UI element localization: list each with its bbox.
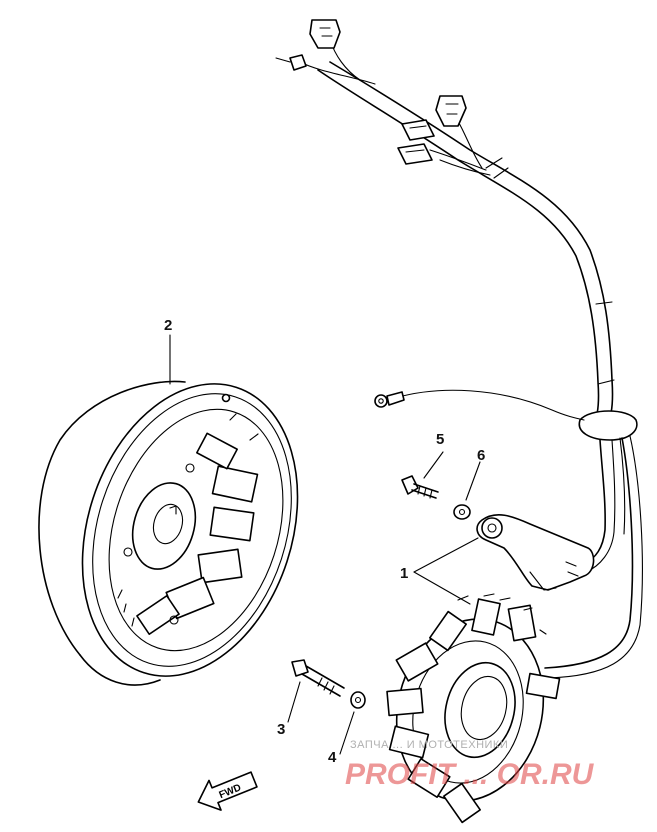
callout-2: 2 <box>164 317 172 334</box>
pickup-coil <box>476 513 595 591</box>
watermark-tagline: ЗАПЧА ... И МОТОТЕХНИКИ <box>350 739 508 751</box>
callout-1: 1 <box>400 565 408 582</box>
callout-4: 4 <box>328 749 337 766</box>
washer-4 <box>350 691 366 709</box>
washer-6 <box>453 504 471 520</box>
bolt-5 <box>401 475 439 499</box>
connector-middle <box>435 95 467 127</box>
fwd-arrow: FWD <box>197 771 258 811</box>
callout-6: 6 <box>477 447 485 464</box>
watermark: ЗАПЧА ... И МОТОТЕХНИКИ PROFIT ... OR.RU <box>345 739 595 791</box>
leader-lines <box>169 334 481 755</box>
callout-5: 5 <box>436 431 444 448</box>
wiring-harness <box>299 39 643 679</box>
bolt-3 <box>291 659 345 697</box>
stator-assembly <box>386 593 561 824</box>
callout-3: 3 <box>277 721 285 738</box>
connector-top <box>275 19 341 71</box>
connector-bullet-pair <box>397 119 435 165</box>
watermark-brand: PROFIT ... OR.RU <box>345 758 595 791</box>
flywheel-rotor <box>38 380 299 686</box>
